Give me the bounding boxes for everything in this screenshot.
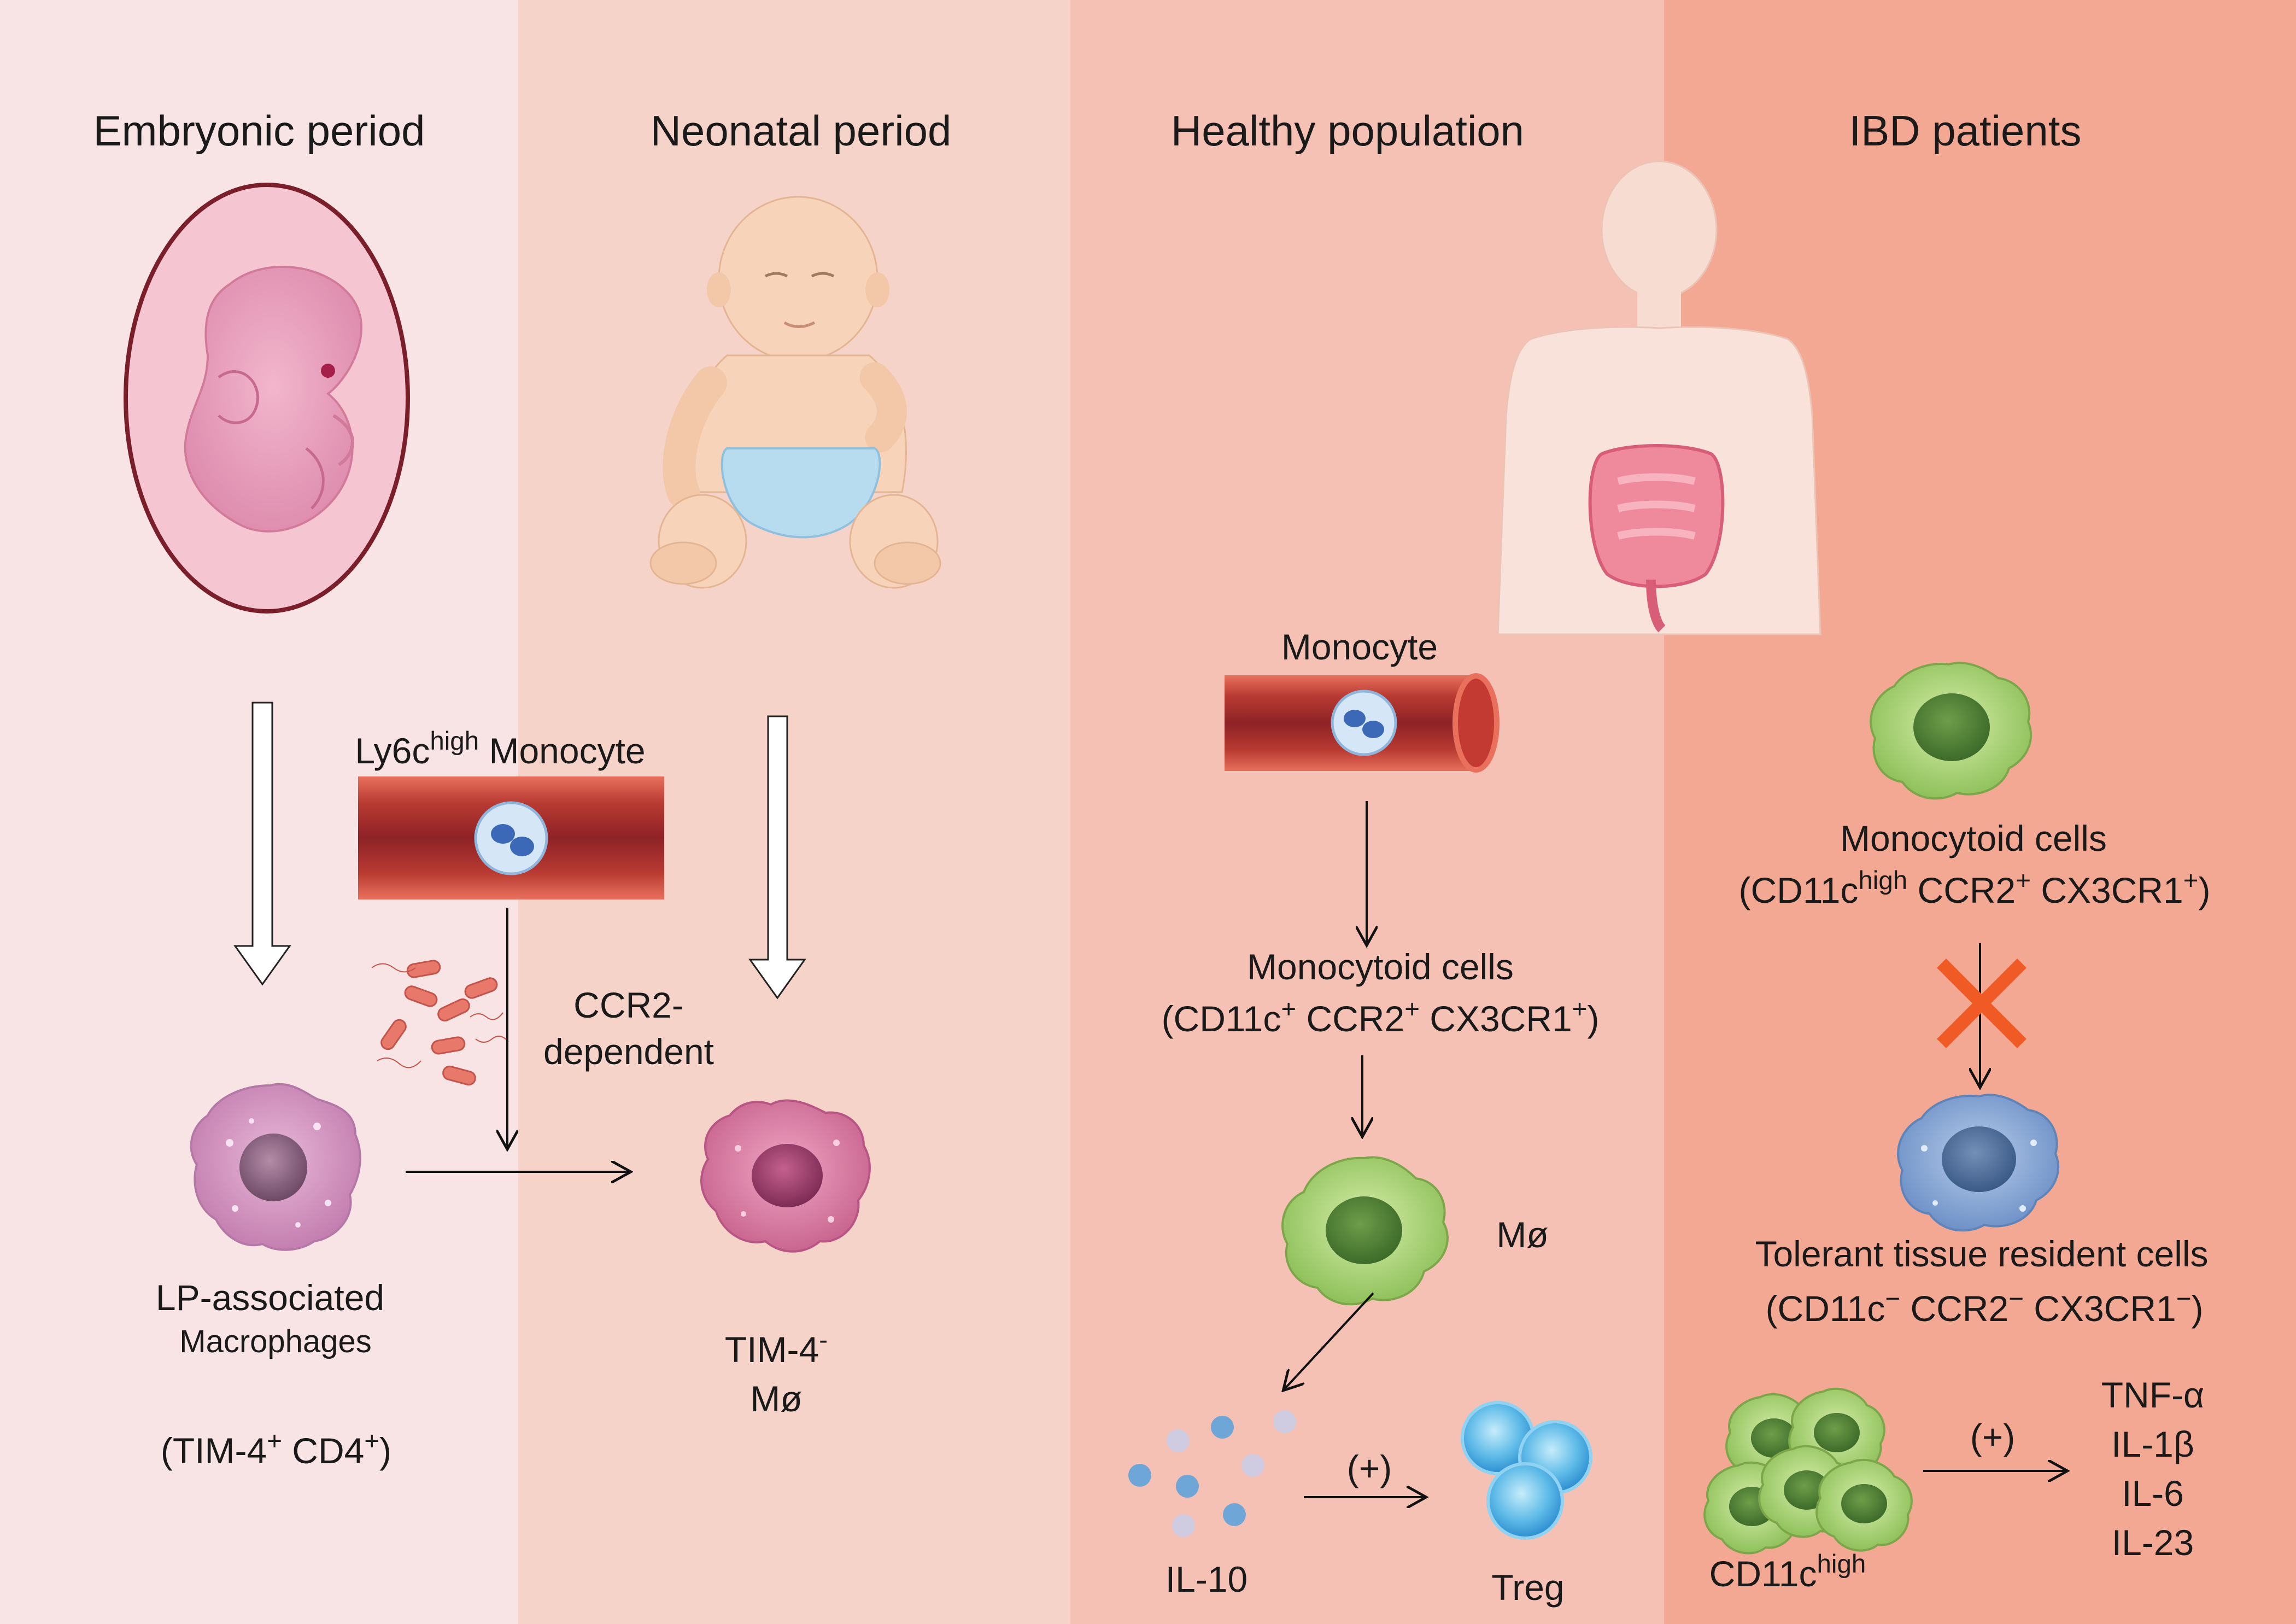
healthy-monocytoid-label: Monocytoid cells [1247, 947, 1514, 987]
embryo-illustration [124, 183, 410, 614]
cd11c-high-label: CD11chigh [1709, 1549, 1866, 1594]
lp-macrophage-cell [190, 1083, 361, 1251]
ibd-plus-label: (+) [1970, 1417, 2016, 1457]
tolerant-cells-markers: (CD11c− CCR2− CX3CR1−) [1765, 1284, 2204, 1329]
arrow-macrophage-to-il10 [1285, 1292, 1374, 1389]
cytokine-tnf-alpha: TNF-α [2101, 1375, 2205, 1415]
blood-vessel-ly6c [358, 776, 664, 899]
treg-cells [1461, 1401, 1592, 1540]
healthy-plus-label: (+) [1346, 1448, 1392, 1488]
cytokine-il-1beta: IL-1β [2111, 1424, 2194, 1464]
green-monocytoid-ibd [1870, 662, 2032, 800]
tim4-cd4-marker-label: (TIM-4+ CD4+) [160, 1426, 392, 1471]
macrophages-label: Macrophages [179, 1324, 372, 1359]
healthy-mo-label: Mø [1496, 1214, 1549, 1255]
ly6c-monocyte-label: Ly6chigh Monocyte [355, 726, 646, 771]
blocked-x-icon [1937, 959, 2026, 1048]
neonatal-mo-label: Mø [750, 1378, 803, 1419]
hollow-arrow-embryonic [233, 702, 291, 986]
tolerant-cells-label: Tolerant tissue resident cells [1755, 1234, 2209, 1274]
green-macrophage-healthy [1281, 1156, 1449, 1306]
treg-label: Treg [1491, 1567, 1565, 1608]
title-healthy: Healthy population [1170, 107, 1525, 155]
ccr2-label-line2: dependent [543, 1031, 714, 1072]
blue-tolerant-cell [1897, 1094, 2059, 1232]
hollow-arrow-neonatal [748, 715, 806, 1000]
bacteria-cluster [371, 960, 509, 1086]
cytokine-il-23: IL-23 [2111, 1522, 2194, 1563]
human-body-illustration [1497, 160, 1821, 635]
lp-associated-label: LP-associated [155, 1277, 385, 1318]
title-embryonic: Embryonic period [93, 107, 425, 155]
ccr2-label-line1: CCR2- [573, 985, 684, 1025]
panel-ibd [1664, 0, 2296, 1624]
cd11c-high-cell-cluster [1703, 1387, 1913, 1555]
ibd-monocytoid-label: Monocytoid cells [1840, 818, 2107, 858]
ibd-monocytoid-markers: (CD11chigh CCR2+ CX3CR1+) [1738, 866, 2211, 910]
tim4-negative-macrophage-cell [700, 1099, 871, 1253]
title-neonatal: Neonatal period [650, 107, 952, 155]
il10-label: IL-10 [1165, 1559, 1248, 1599]
tim4-negative-label: TIM-4- [724, 1325, 828, 1370]
il10-dots [1128, 1410, 1296, 1537]
baby-illustration [649, 196, 941, 589]
cytokine-il-6: IL-6 [2122, 1473, 2184, 1514]
healthy-monocyte-label: Monocyte [1281, 627, 1438, 667]
blood-vessel-healthy [1225, 673, 1500, 773]
healthy-monocytoid-markers: (CD11c+ CCR2+ CX3CR1+) [1161, 994, 1600, 1039]
title-ibd: IBD patients [1849, 107, 2082, 155]
